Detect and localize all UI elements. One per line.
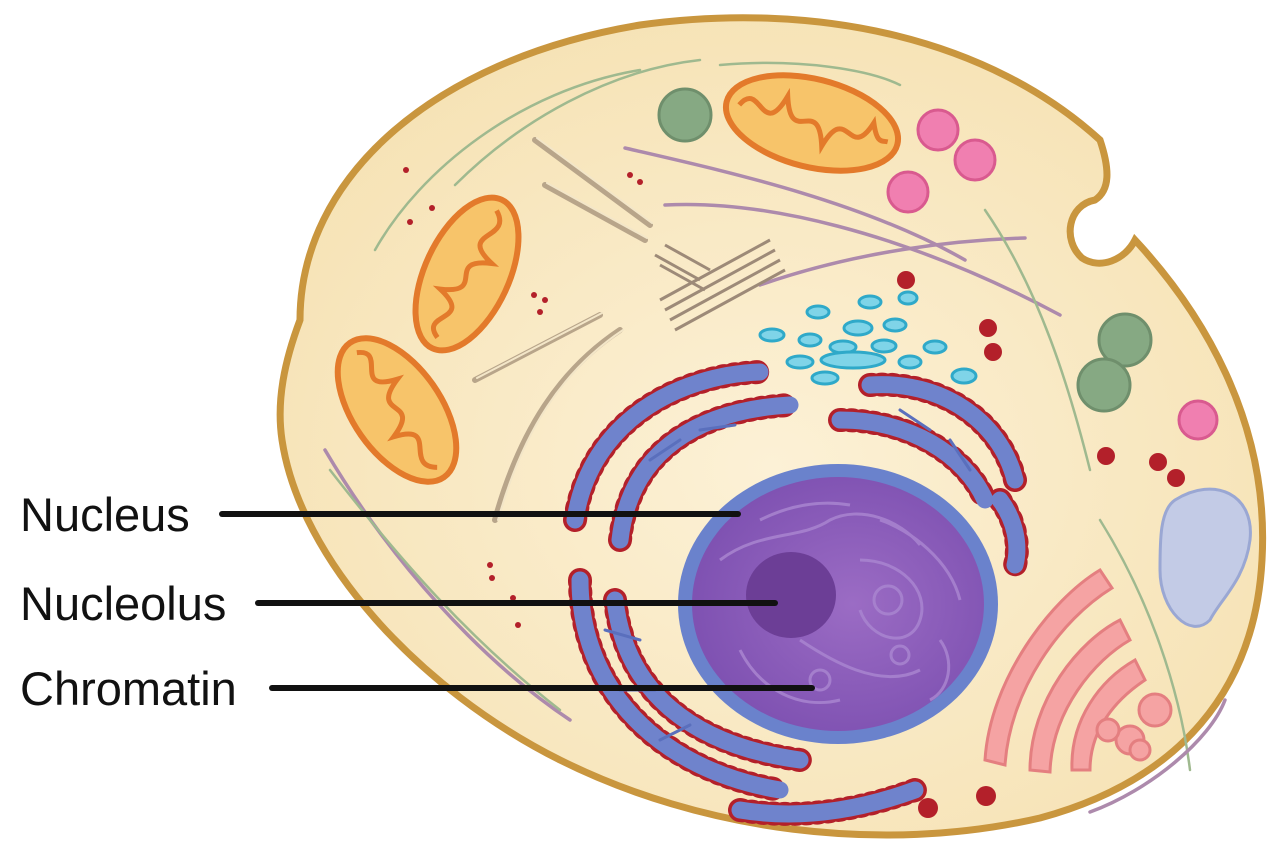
label-nucleus: Nucleus	[20, 488, 190, 541]
nucleolus-body	[746, 552, 836, 638]
label-chromatin: Chromatin	[20, 662, 237, 715]
label-nucleolus: Nucleolus	[20, 577, 226, 630]
